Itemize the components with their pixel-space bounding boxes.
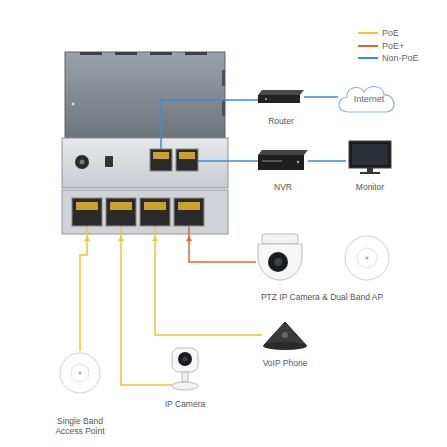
internet-cloud — [339, 87, 394, 112]
legend-text: Non-PoE — [382, 53, 419, 63]
legend-row: PoE+ — [358, 41, 404, 51]
cloud-node: Internet — [338, 84, 400, 114]
node-label: Internet — [354, 94, 385, 105]
router-icon — [258, 90, 304, 103]
single-band-ap-icon — [60, 353, 100, 393]
ptz-camera-icon — [258, 234, 302, 280]
node-label: Monitor — [356, 182, 384, 192]
node-label: Router — [268, 116, 294, 126]
device-node: PTZ IP Camera & Dual Band AP — [236, 230, 408, 302]
legend-text: PoE — [382, 28, 399, 38]
device-node: Monitor — [346, 138, 394, 192]
node-label: NVR — [274, 182, 292, 192]
legend-swatch — [358, 32, 378, 34]
legend-row: PoE — [358, 28, 399, 38]
node-label: Single Band Access Point — [48, 416, 112, 436]
network-link — [308, 160, 346, 162]
device-node: NVR — [258, 148, 308, 192]
device-node: Router — [258, 86, 304, 126]
legend-swatch — [358, 45, 378, 47]
node-label: VoIP Phone — [263, 358, 308, 368]
monitor-icon — [349, 141, 391, 174]
legend-swatch — [358, 57, 378, 59]
node-label: PTZ IP Camera & Dual Band AP — [261, 292, 383, 302]
legend-text: PoE+ — [382, 41, 404, 51]
dual-band-ap-icon — [345, 236, 389, 280]
network-link — [304, 96, 338, 98]
device-node: IP Camera — [150, 343, 220, 409]
legend-row: Non-PoE — [358, 53, 419, 63]
ip-camera-icon — [172, 348, 198, 390]
device-node: VoIP Phone — [245, 318, 325, 368]
device-node: Single Band Access Point — [40, 350, 120, 436]
nvr-icon — [258, 150, 308, 170]
poe-switch — [62, 52, 228, 234]
node-label: IP Camera — [165, 399, 205, 409]
voip-phone-icon — [263, 322, 307, 350]
wires — [80, 100, 262, 385]
port-arrows — [84, 236, 192, 241]
